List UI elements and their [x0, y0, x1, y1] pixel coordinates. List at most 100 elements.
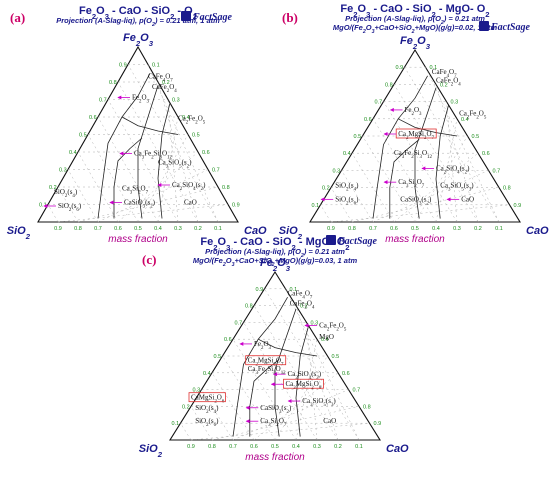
- phase-label: CaSiO3(s2): [260, 404, 292, 415]
- vertex-label-right: CaO: [244, 225, 267, 237]
- vertex-label-left: SiO2: [7, 225, 31, 241]
- left-tick-label: 0.5: [214, 354, 222, 360]
- bottom-tick-label: 0.4: [154, 226, 162, 232]
- grid-line: [67, 169, 99, 223]
- phase-label: Ca3SiO5(s3): [302, 397, 336, 408]
- phase-diagram-panel-3: (c)Fe2O3 - CaO - SiO2 - MgO- O2Projectio…: [139, 235, 409, 463]
- left-tick-label: 0.4: [69, 150, 77, 156]
- grid-line: [97, 116, 159, 223]
- grid-line: [57, 186, 79, 223]
- right-tick-label: 0.4: [321, 337, 329, 343]
- right-tick-label: 0.8: [503, 186, 511, 192]
- liquidus-boundary: [232, 296, 288, 437]
- bottom-tick-label: 0.2: [194, 226, 202, 232]
- bottom-tick-label: 0.2: [334, 444, 342, 450]
- right-tick-label: 0.4: [182, 115, 190, 121]
- phase-label: CaMgSi2O6: [191, 394, 225, 405]
- liquidus-boundary: [295, 325, 309, 437]
- bottom-tick-label: 0.3: [453, 226, 461, 232]
- grid-line: [330, 187, 353, 223]
- diagram-title: Fe2O3 - CaO - SiO2 - MgO- O2: [340, 3, 489, 19]
- left-tick-label: 0.8: [385, 82, 393, 88]
- phase-label: CaSiO3(s2): [124, 199, 156, 210]
- grid-line: [341, 170, 374, 223]
- phase-label: Ca2Fe2O5: [178, 115, 206, 126]
- phase-label: CaFe4O7: [288, 290, 313, 301]
- diagram-subtitle: Projection (A-Slag-liq), p(O2) = 0.21 at…: [345, 14, 485, 26]
- vertex-label-top: Fe2O3: [260, 257, 291, 273]
- left-tick-label: 0.4: [203, 371, 211, 377]
- phase-label: CaFe4O7: [432, 68, 457, 79]
- bottom-tick-label: 0.7: [229, 444, 237, 450]
- left-tick-label: 0.5: [354, 134, 362, 140]
- grid-line: [393, 153, 479, 223]
- svg-text:FactSage: FactSage: [337, 236, 377, 247]
- phase-label: Ca3Fe2Si3O12: [394, 149, 432, 160]
- bottom-tick-label: 0.6: [250, 444, 258, 450]
- grid-line: [351, 153, 395, 223]
- liquidus-boundary: [113, 137, 143, 219]
- bottom-tick-label: 0.8: [348, 226, 356, 232]
- bottom-tick-label: 0.9: [187, 444, 195, 450]
- phase-label: MgO: [319, 333, 334, 341]
- phase-label: Ca2Fe2O5: [319, 321, 347, 332]
- axis-label: mass fraction: [245, 452, 305, 463]
- svg-text:FactSage: FactSage: [192, 12, 232, 23]
- bottom-tick-label: 0.9: [327, 226, 335, 232]
- bottom-tick-label: 0.6: [390, 226, 398, 232]
- phase-label: CaO: [461, 195, 474, 203]
- phase-label: Ca3SiO5(s3): [440, 182, 474, 193]
- left-tick-label: 0.6: [224, 337, 232, 343]
- left-tick-label: 0.8: [245, 304, 253, 310]
- left-tick-label: 0.7: [375, 100, 383, 106]
- right-tick-label: 0.3: [451, 100, 459, 106]
- left-tick-label: 0.1: [312, 203, 320, 209]
- right-tick-label: 0.9: [374, 421, 382, 427]
- liquidus-boundary: [389, 139, 420, 219]
- vertex-label-top: Fe2O3: [400, 35, 431, 51]
- axis-label: mass fraction: [108, 234, 168, 245]
- phase-label: CaSiO3(s2): [400, 195, 432, 206]
- bottom-tick-label: 0.6: [114, 226, 122, 232]
- right-tick-label: 0.7: [353, 388, 361, 394]
- grid-line: [274, 355, 328, 441]
- right-tick-label: 0.5: [472, 134, 480, 140]
- bottom-tick-label: 0.5: [134, 226, 142, 232]
- left-tick-label: 0.3: [333, 168, 341, 174]
- liquidus-boundary: [414, 87, 437, 219]
- phase-label: SiO2(s4): [335, 182, 359, 193]
- panel-label: (b): [282, 10, 298, 25]
- bottom-tick-label: 0.5: [411, 226, 419, 232]
- svg-text:FactSage: FactSage: [490, 22, 530, 33]
- grid-line: [295, 339, 318, 441]
- right-tick-label: 0.8: [363, 404, 371, 410]
- grid-line: [77, 151, 119, 223]
- factsage-logo: FactSage: [326, 235, 377, 247]
- left-tick-label: 0.1: [172, 421, 180, 427]
- phase-label: Ca2SiO4(s2): [436, 164, 470, 175]
- left-tick-label: 0.9: [256, 287, 264, 293]
- left-tick-label: 0.6: [364, 117, 372, 123]
- phase-label: SiO2(s4): [54, 188, 78, 199]
- bottom-tick-label: 0.3: [174, 226, 182, 232]
- phase-highlight-box: [395, 128, 437, 139]
- grid-line: [47, 204, 59, 223]
- bottom-tick-label: 0.5: [271, 444, 279, 450]
- left-tick-label: 0.9: [396, 65, 404, 71]
- bottom-tick-label: 0.7: [94, 226, 102, 232]
- liquidus-boundary: [137, 85, 159, 219]
- liquidus-boundary: [249, 359, 280, 437]
- phase-label: Ca3SiO5(s2): [158, 158, 192, 169]
- bottom-tick-label: 0.2: [474, 226, 482, 232]
- phase-label: CaO: [323, 417, 336, 425]
- vertex-label-right: CaO: [526, 225, 549, 237]
- vertex-label-left: SiO2: [139, 443, 163, 459]
- vertex-label-left: SiO2: [279, 225, 303, 241]
- factsage-logo: FactSage: [479, 21, 530, 33]
- grid-line: [362, 135, 416, 223]
- right-tick-label: 0.3: [311, 320, 319, 326]
- grid-line: [107, 99, 179, 223]
- bottom-tick-label: 0.8: [74, 226, 82, 232]
